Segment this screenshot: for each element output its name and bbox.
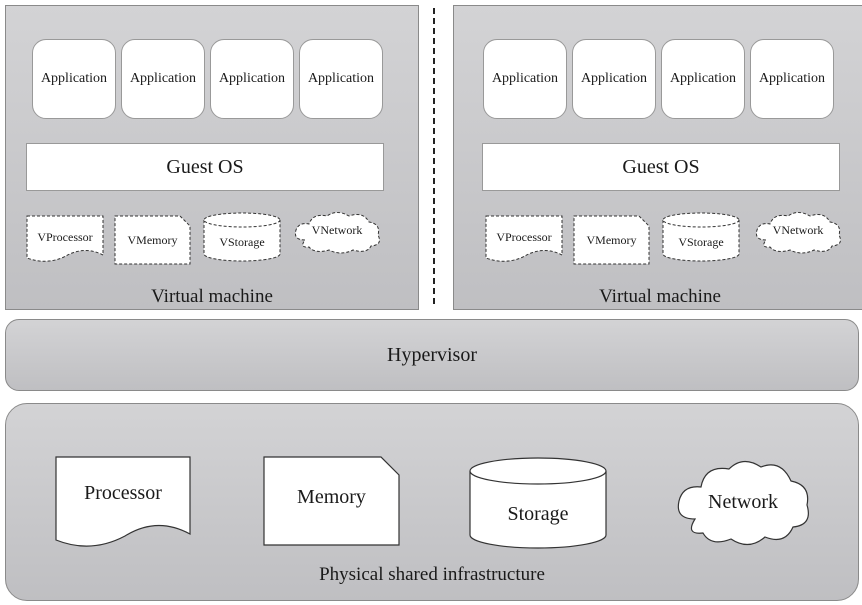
application-box: Application <box>299 39 383 119</box>
processor-label: Processor <box>84 482 162 504</box>
cloud-icon <box>677 460 809 546</box>
storage-shape: Storage <box>469 457 607 549</box>
application-box: Application <box>661 39 745 119</box>
memory-shape: Memory <box>263 456 400 546</box>
physical-infrastructure-label: Physical shared infrastructure <box>319 564 545 585</box>
memory-label: Memory <box>297 486 366 508</box>
vnetwork-shape: VNetwork <box>752 210 844 254</box>
cylinder-icon <box>469 457 607 549</box>
vstorage-label: VStorage <box>219 235 265 249</box>
vstorage-shape: VStorage <box>662 212 740 262</box>
network-label: Network <box>708 491 778 513</box>
cloud-icon <box>755 212 841 254</box>
vnetwork-shape: VNetwork <box>291 210 383 254</box>
application-box: Application <box>210 39 294 119</box>
vprocessor-shape: VProcessor <box>26 215 104 263</box>
virtual-machine-right: Application Application Application Appl… <box>453 5 862 310</box>
virtual-machine-left: Application Application Application Appl… <box>5 5 419 310</box>
cylinder-icon <box>203 212 281 262</box>
document-icon <box>26 215 104 262</box>
cylinder-icon <box>662 212 740 262</box>
vprocessor-label: VProcessor <box>37 230 93 244</box>
physical-infrastructure-layer: Processor Memory Storage Network Physica… <box>5 403 859 601</box>
hypervisor-layer: Hypervisor <box>5 319 859 391</box>
network-shape: Network <box>673 457 813 549</box>
guest-os-box: Guest OS <box>26 143 384 191</box>
vprocessor-label: VProcessor <box>496 230 552 244</box>
virtual-machine-label: Virtual machine <box>599 286 721 307</box>
storage-label: Storage <box>507 503 569 525</box>
document-icon <box>55 456 191 547</box>
application-box: Application <box>572 39 656 119</box>
vnetwork-label: VNetwork <box>772 223 824 237</box>
guest-os-box: Guest OS <box>482 143 840 191</box>
virtual-machine-label: Virtual machine <box>151 286 273 307</box>
vmemory-shape: VMemory <box>573 215 650 265</box>
application-box: Application <box>32 39 116 119</box>
application-box: Application <box>750 39 834 119</box>
memory-chip-icon <box>114 215 191 265</box>
vm-divider <box>433 8 435 304</box>
vmemory-label: VMemory <box>127 233 178 247</box>
vstorage-shape: VStorage <box>203 212 281 262</box>
application-box: Application <box>121 39 205 119</box>
processor-shape: Processor <box>55 456 191 548</box>
vnetwork-label: VNetwork <box>311 223 363 237</box>
memory-chip-icon <box>263 456 400 546</box>
cloud-icon <box>294 212 380 254</box>
document-icon <box>485 215 563 262</box>
vprocessor-shape: VProcessor <box>485 215 563 263</box>
vmemory-label: VMemory <box>586 233 637 247</box>
vstorage-label: VStorage <box>678 235 724 249</box>
application-box: Application <box>483 39 567 119</box>
vmemory-shape: VMemory <box>114 215 191 265</box>
memory-chip-icon <box>573 215 650 265</box>
